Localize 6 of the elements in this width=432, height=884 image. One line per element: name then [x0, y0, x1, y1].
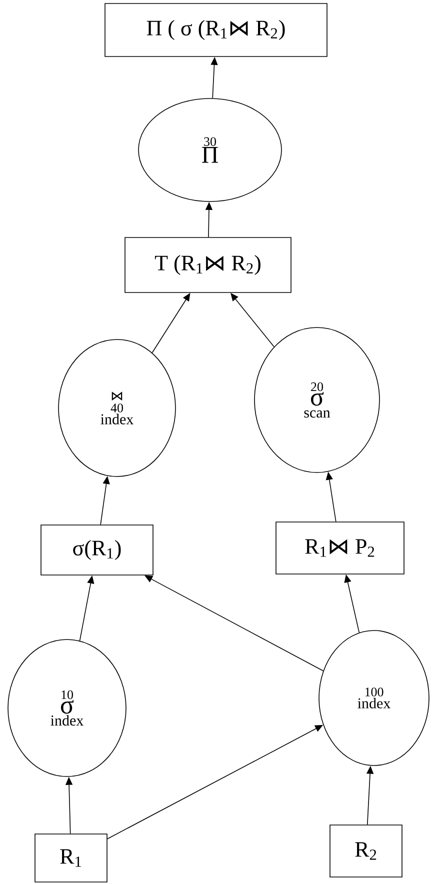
relation-box: σ(R$_{1}$) — [40, 524, 154, 576]
relation-box: Π ( σ (R$_{1}$⋈ R$_{2}$) — [104, 3, 328, 57]
relation-box: T (R$_{1}$⋈ R$_{2}$) — [124, 237, 292, 293]
relation-box: R$_{1}$ — [34, 834, 108, 882]
relation-box: R$_{2}$ — [330, 824, 402, 878]
relation-box: R$_{1}$⋈ P$_{2}$ — [276, 522, 404, 574]
